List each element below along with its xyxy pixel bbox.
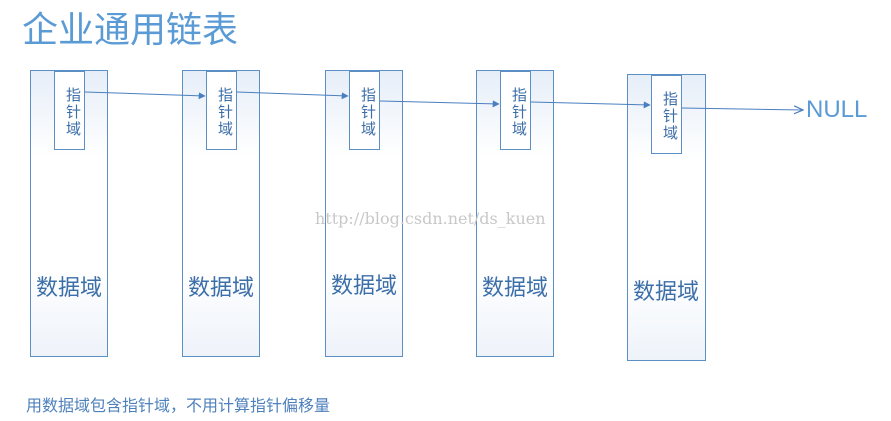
caption: 用数据域包含指针域，不用计算指针偏移量	[26, 396, 331, 415]
null-label: NULL	[806, 96, 868, 123]
data-field-2: 数据域	[187, 276, 255, 301]
data-field-4: 数据域	[481, 276, 549, 301]
list-node-4	[476, 70, 554, 357]
pointer-field-3: 指针域	[349, 71, 380, 150]
pointer-field-2: 指针域	[206, 71, 237, 150]
watermark: http://blog.csdn.net/ds_kuen	[315, 209, 546, 228]
pointer-field-4: 指针域	[500, 71, 531, 150]
pointer-field-1: 指针域	[54, 71, 85, 150]
diagram-title: 企业通用链表	[22, 10, 239, 51]
data-field-5: 数据域	[632, 280, 700, 305]
list-node-5	[627, 74, 706, 361]
data-field-1: 数据域	[35, 276, 103, 301]
data-field-3: 数据域	[330, 274, 398, 299]
pointer-field-5: 指针域	[651, 75, 682, 154]
